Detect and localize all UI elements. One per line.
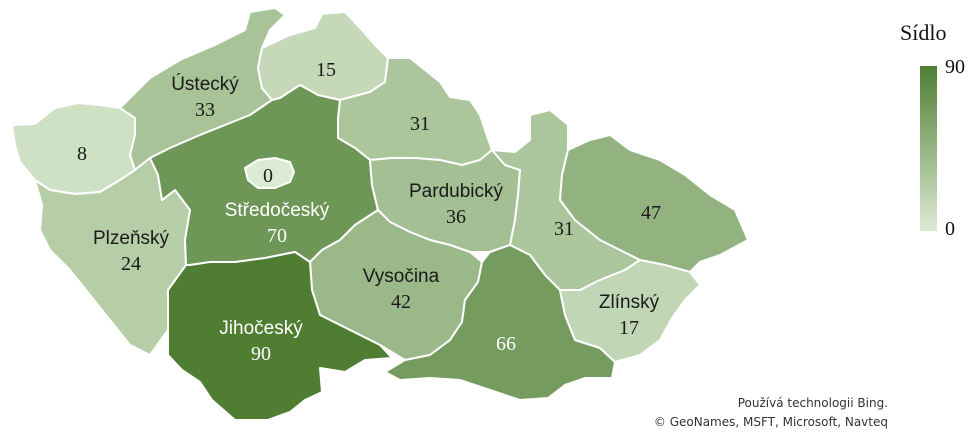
region-value-ustecky: 33 [195,99,215,121]
region-value-jihocesky: 90 [251,343,271,365]
region-name-plzensky: Plzeňský [93,228,170,249]
region-name-stredocesky: Středočeský [225,200,330,221]
region-karlovarsky[interactable] [11,102,136,195]
legend-title: Sídlo [900,20,947,45]
region-labels: 8 Ústecký 33 15 31 Plzeňský 24 Středočes… [77,59,661,365]
region-value-stredocesky: 70 [267,225,287,247]
region-praha[interactable] [244,157,295,189]
region-name-ustecky: Ústecký [171,73,239,95]
region-value-olomoucky: 31 [554,218,574,240]
region-value-plzensky: 24 [121,253,141,275]
region-value-jihomoravsky: 66 [496,333,516,355]
region-liberecky[interactable] [257,11,389,101]
region-value-karlovarsky: 8 [77,143,87,165]
region-moravskoslezsky[interactable] [559,134,749,273]
legend-min-label: 0 [945,218,955,240]
region-name-jihocesky: Jihočeský [219,318,303,339]
legend-max-label: 90 [945,56,965,78]
region-name-zlinsky: Zlínský [599,292,660,313]
attribution-sources: © GeoNames, MSFT, Microsoft, Navteq [653,415,888,429]
region-name-vysocina: Vysočina [363,266,440,287]
region-value-praha: 0 [263,165,273,187]
region-value-vysocina: 42 [391,291,411,313]
region-value-zlinsky: 17 [619,317,639,339]
region-zlinsky[interactable] [559,259,701,363]
region-value-liberecky: 15 [316,59,336,81]
region-name-pardubicky: Pardubický [409,181,503,202]
region-value-moravskoslezsky: 47 [641,202,661,224]
region-jihocesky[interactable] [167,251,393,421]
region-value-kralovehradecky: 31 [410,113,430,135]
legend-color-scale [920,66,937,231]
attribution-bing: Používá technologii Bing. [737,396,888,410]
region-value-pardubicky: 36 [446,206,466,228]
